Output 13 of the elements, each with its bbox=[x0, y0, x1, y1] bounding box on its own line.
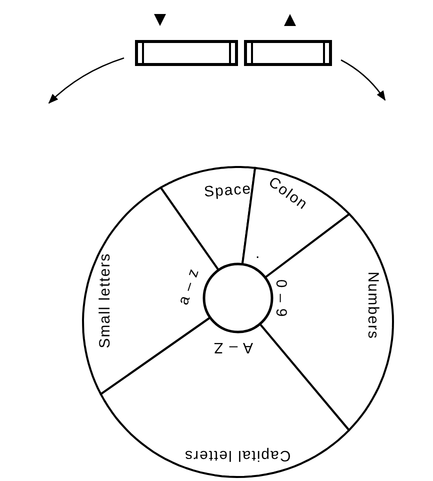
sector-label: Capital letters bbox=[184, 448, 290, 462]
character-range-label: a – z bbox=[176, 266, 202, 306]
sector-label: Numbers bbox=[365, 271, 380, 339]
push-button bbox=[244, 40, 332, 66]
character-range-label: 0 – 9 bbox=[274, 278, 289, 318]
character-range-label: . bbox=[256, 246, 261, 260]
dial-sector bbox=[160, 166, 256, 272]
character-range-label: A – Z bbox=[213, 340, 254, 354]
dial-hub bbox=[202, 262, 274, 334]
dial-sector bbox=[258, 213, 394, 432]
sector-label: Space bbox=[204, 180, 252, 200]
push-button bbox=[135, 40, 238, 66]
sector-label: Small letters bbox=[97, 252, 112, 348]
